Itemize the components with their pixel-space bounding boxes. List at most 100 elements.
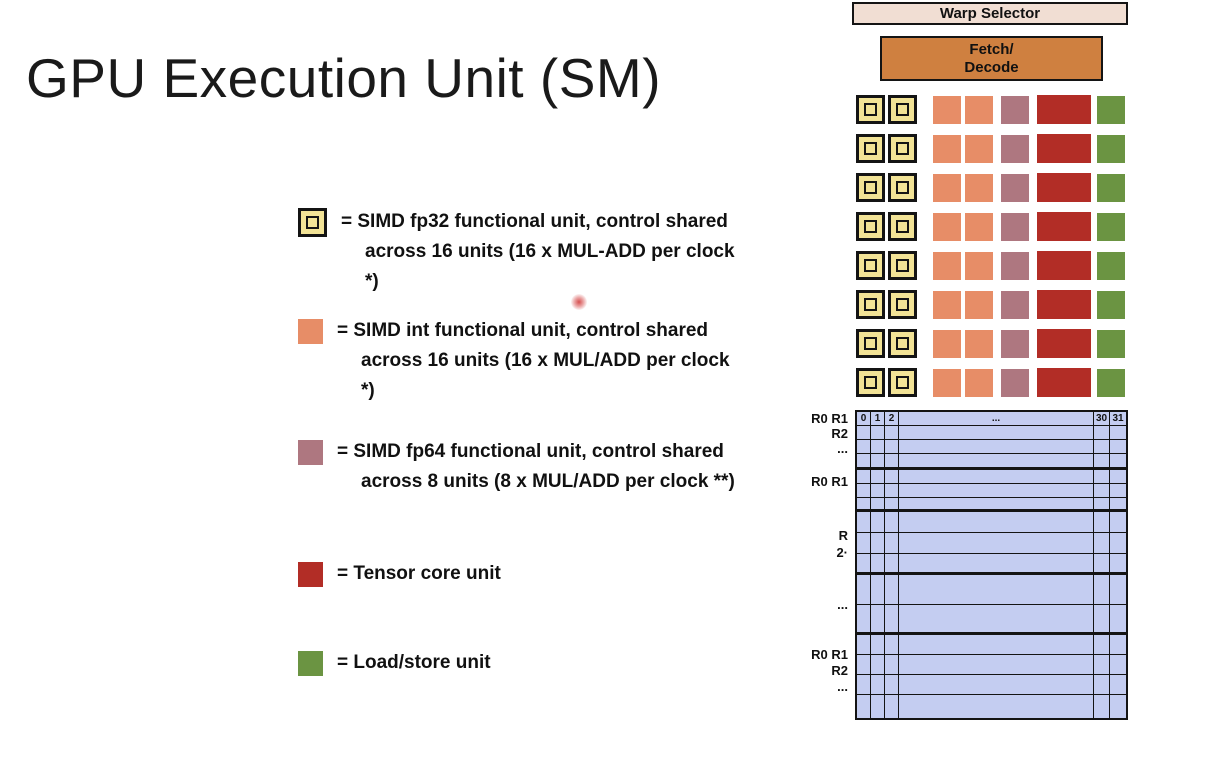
fp64-unit-icon <box>1001 251 1029 280</box>
register-cell <box>885 635 899 654</box>
register-label-line: ... <box>837 597 848 612</box>
register-label-line: R2 <box>831 426 848 441</box>
fp32-unit-inner-icon <box>864 259 877 272</box>
register-row <box>857 440 1126 454</box>
legend-label-tensor: = Tensor core unit <box>337 563 501 584</box>
register-cell <box>899 605 1094 632</box>
fp64-unit-icon <box>1001 95 1029 124</box>
register-cell <box>885 498 899 509</box>
register-cell <box>1110 512 1126 532</box>
register-row <box>857 635 1126 655</box>
register-cell <box>885 554 899 572</box>
legend-item-ldst: = Load/store unit <box>298 648 745 678</box>
register-cell <box>857 605 871 632</box>
fp32-unit-inner-icon <box>864 220 877 233</box>
execution-unit-row <box>856 251 1125 280</box>
fp32-unit-icon <box>856 173 885 202</box>
int-unit-icon <box>933 251 961 280</box>
register-cell <box>899 470 1094 483</box>
register-cell <box>885 426 899 439</box>
int-unit-icon <box>933 95 961 124</box>
register-cell <box>857 675 871 694</box>
fp32-unit-inner-icon <box>896 337 909 350</box>
fp32-unit-icon <box>888 173 917 202</box>
fp32-unit-inner-icon <box>896 298 909 311</box>
register-cell <box>885 440 899 453</box>
fp32-unit-inner-icon <box>896 259 909 272</box>
register-cell <box>1110 470 1126 483</box>
register-row <box>857 498 1126 512</box>
lane-header-cell: 1 <box>871 412 885 425</box>
fp64-unit-icon <box>1001 134 1029 163</box>
fp32-unit-icon <box>856 329 885 358</box>
register-row <box>857 426 1126 440</box>
lane-number: 0 <box>860 412 867 424</box>
register-cell <box>899 498 1094 509</box>
register-cell <box>1110 635 1126 654</box>
int-unit-icon <box>933 329 961 358</box>
tensor-core-icon <box>1037 329 1091 358</box>
register-cell <box>871 675 885 694</box>
register-cell <box>857 695 871 718</box>
register-cell <box>1110 655 1126 674</box>
register-cell <box>1110 440 1126 453</box>
fp32-unit-icon <box>888 134 917 163</box>
register-cell <box>871 454 885 467</box>
legend-item-tensor: = Tensor core unit <box>298 559 745 589</box>
load-store-unit-icon <box>1097 134 1125 163</box>
register-cell <box>857 440 871 453</box>
tensor-core-icon <box>1037 134 1091 163</box>
load-store-unit-icon <box>1097 368 1125 397</box>
load-store-unit-icon <box>1097 329 1125 358</box>
load-store-unit-icon <box>298 651 323 676</box>
fp32-unit-inner-icon <box>864 103 877 116</box>
load-store-unit-icon <box>1097 95 1125 124</box>
int-unit-icon <box>965 95 993 124</box>
legend-label-int: = SIMD int functional unit, control shar… <box>337 320 730 401</box>
int-unit-icon <box>965 251 993 280</box>
fp32-unit-icon <box>856 95 885 124</box>
register-cell <box>871 533 885 553</box>
register-cell <box>871 498 885 509</box>
register-cell <box>1110 575 1126 604</box>
fp32-unit-icon <box>888 212 917 241</box>
register-cell <box>1110 498 1126 509</box>
int-unit-icon <box>965 212 993 241</box>
register-group-label: ... <box>738 597 848 612</box>
warp-selector-box: Warp Selector <box>852 2 1128 25</box>
register-cell <box>1110 426 1126 439</box>
register-label-line: R <box>838 528 848 543</box>
load-store-unit-icon <box>1097 251 1125 280</box>
fp32-unit-inner-icon <box>306 216 319 229</box>
register-cell <box>857 426 871 439</box>
register-cell <box>1094 454 1110 467</box>
int-unit-icon <box>965 368 993 397</box>
legend-item-fp64: = SIMD fp64 functional unit, control sha… <box>298 437 745 497</box>
lane-header-cell: 2 <box>885 412 899 425</box>
lane-number: 1 <box>874 412 881 424</box>
tensor-core-icon <box>1037 290 1091 319</box>
register-row <box>857 470 1126 484</box>
register-label-line: ... <box>837 679 848 694</box>
register-row <box>857 675 1126 695</box>
fp32-unit-icon <box>888 329 917 358</box>
legend-label-fp64: = SIMD fp64 functional unit, control sha… <box>337 441 735 492</box>
fp32-unit-inner-icon <box>864 376 877 389</box>
page-title: GPU Execution Unit (SM) <box>26 47 662 109</box>
register-cell <box>871 635 885 654</box>
tensor-core-icon <box>1037 95 1091 124</box>
register-cell <box>1094 512 1110 532</box>
lane-ellipsis: ... <box>991 412 1001 424</box>
register-cell <box>871 554 885 572</box>
register-cell <box>871 470 885 483</box>
fp32-unit-inner-icon <box>896 220 909 233</box>
register-label-line: R0 R1 <box>811 647 848 662</box>
register-cell <box>857 533 871 553</box>
fetch-decode-label-line2: Decode <box>964 58 1019 76</box>
fp32-unit-inner-icon <box>864 142 877 155</box>
register-cell <box>899 695 1094 718</box>
register-cell <box>1094 498 1110 509</box>
tensor-core-icon <box>1037 212 1091 241</box>
register-label-line: 2· <box>836 545 848 560</box>
int-unit-icon <box>933 173 961 202</box>
